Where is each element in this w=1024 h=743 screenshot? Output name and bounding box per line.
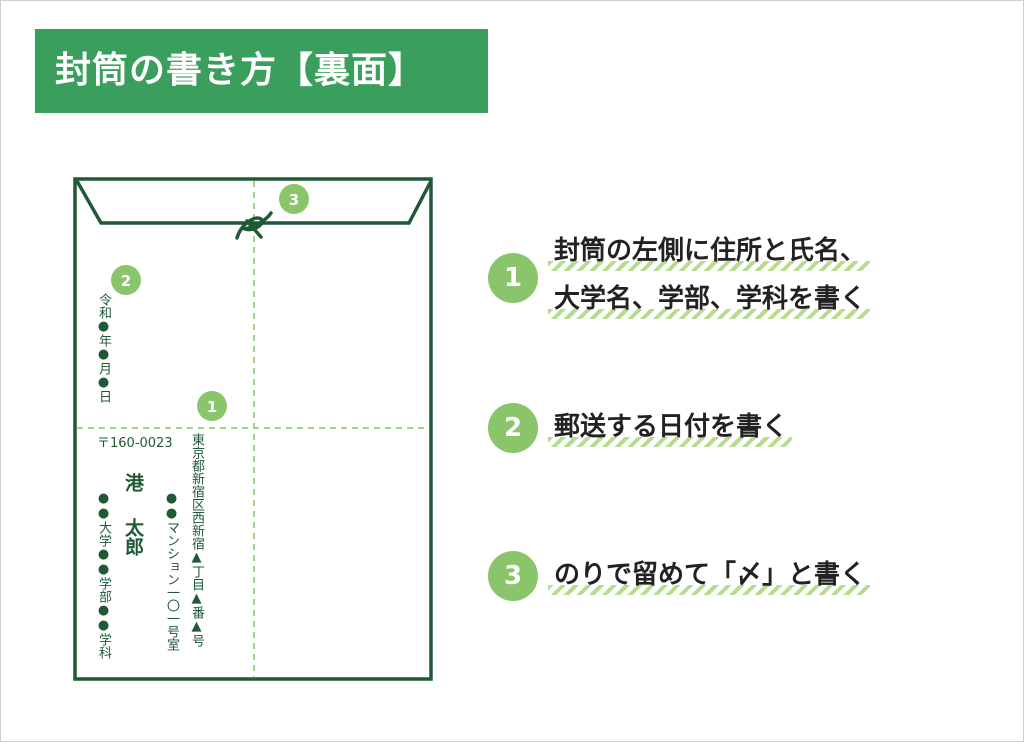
sender-surname: 港 (122, 473, 144, 492)
marker-1-label: 1 (207, 398, 217, 416)
step-1: 1 封筒の左側に住所と氏名、 大学名、学部、学科を書く (488, 231, 1008, 319)
seal-mark-icon (235, 211, 273, 240)
send-date: 令和●年●月●日 (96, 293, 111, 403)
step-2: 2 郵送する日付を書く (488, 403, 1008, 453)
step-1-line-2: 大学名、学部、学科を書く (548, 279, 871, 319)
address-line-1: 東京都新宿区西新宿▲丁目▲番▲号 (189, 433, 204, 647)
page-title: 封筒の書き方【裏面】 (55, 50, 426, 91)
sender-given-name: 太郎 (122, 518, 144, 556)
step-3-number: 3 (488, 551, 538, 601)
envelope-outline (73, 177, 433, 681)
marker-2-circle (111, 265, 141, 295)
step-2-number: 2 (488, 403, 538, 453)
title-banner: 封筒の書き方【裏面】 (35, 29, 488, 113)
marker-3-label: 3 (289, 191, 299, 209)
marker-3-circle (279, 184, 309, 214)
postal-code: 〒160-0023 (97, 436, 173, 451)
step-2-line-1: 郵送する日付を書く (548, 407, 793, 447)
marker-1-circle (197, 391, 227, 421)
envelope-flap (75, 180, 433, 225)
marker-2-label: 2 (121, 272, 131, 290)
university-affiliation: ●●大学●●学部●●学科 (96, 491, 111, 659)
step-1-line-1: 封筒の左側に住所と氏名、 (548, 231, 871, 271)
step-3-line-1: のりで留めて「〆」と書く (548, 555, 871, 595)
step-1-number: 1 (488, 253, 538, 303)
step-3: 3 のりで留めて「〆」と書く (488, 551, 1008, 601)
address-line-2: ●●マンション一〇一号室 (164, 491, 179, 651)
